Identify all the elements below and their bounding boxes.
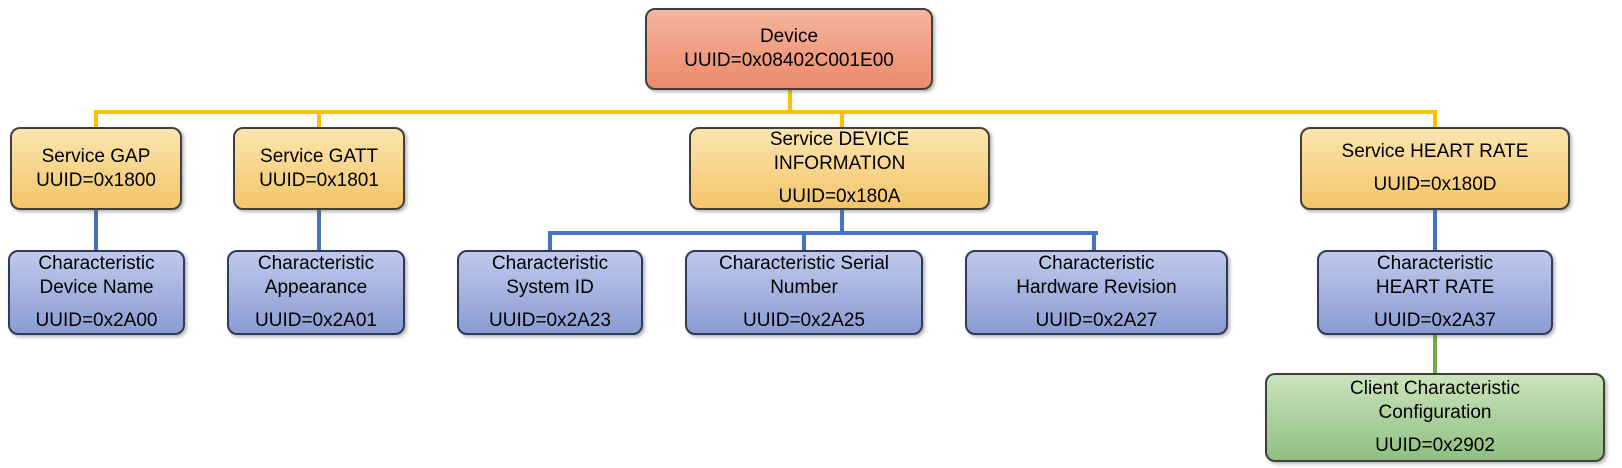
node-service-heart-rate-title: Service HEART RATE [1341,141,1529,162]
connector-hrchar-to-ccc [1433,335,1437,373]
node-client-characteristic-configuration-title: Client Characteristic Configuration [1350,378,1520,423]
node-characteristic-appearance-title: Characteristic Appearance [257,253,375,298]
node-service-device-information: Service DEVICE INFORMATION UUID=0x180A [689,127,990,210]
node-service-device-information-title: Service DEVICE INFORMATION [769,129,910,174]
node-characteristic-heart-rate-title: Characteristic HEART RATE [1375,253,1495,298]
connector-drop-systemid [548,233,552,250]
node-characteristic-device-name-uuid: UUID=0x2A00 [35,310,158,331]
node-service-gap-title: Service GAP [41,145,151,167]
connector-drop-service-devinfo [840,112,844,127]
node-device-title: Device [759,26,819,47]
node-characteristic-serial-number-title: Characteristic Serial Number [719,253,889,298]
node-characteristic-system-id-title: Characteristic System ID [491,253,609,298]
connector-devinfo-bus [548,231,1098,235]
node-service-gap: Service GAP UUID=0x1800 [10,127,182,210]
node-characteristic-device-name-title: Characteristic Device Name [38,253,155,298]
connector-drop-service-gap [94,112,98,127]
connector-heart-to-hrchar [1433,210,1437,250]
connector-gap-to-devicename [94,210,98,250]
node-characteristic-device-name: Characteristic Device Name UUID=0x2A00 [8,250,185,335]
node-characteristic-heart-rate: Characteristic HEART RATE UUID=0x2A37 [1317,250,1553,335]
node-characteristic-serial-number-uuid: UUID=0x2A25 [743,310,865,331]
connector-device-riser [788,90,792,112]
connector-gatt-to-appearance [317,210,321,250]
node-characteristic-heart-rate-uuid: UUID=0x2A37 [1374,310,1496,331]
node-characteristic-hardware-revision-uuid: UUID=0x2A27 [1035,310,1158,331]
connector-drop-serialnumber [802,233,806,250]
connector-drop-service-heart [1433,112,1437,127]
node-client-characteristic-configuration: Client Characteristic Configuration UUID… [1265,373,1605,462]
connector-drop-service-gatt [317,112,321,127]
node-service-heart-rate-uuid: UUID=0x180D [1373,174,1497,195]
node-service-device-information-uuid: UUID=0x180A [778,186,901,207]
connector-services-bus [94,110,1437,114]
node-characteristic-system-id-uuid: UUID=0x2A23 [489,310,611,331]
node-service-gatt-uuid: UUID=0x1801 [259,169,379,191]
node-service-gatt: Service GATT UUID=0x1801 [233,127,405,210]
node-service-gatt-title: Service GATT [260,145,378,167]
connector-devinfo-riser [840,210,844,235]
node-characteristic-serial-number: Characteristic Serial Number UUID=0x2A25 [685,250,923,335]
node-client-characteristic-configuration-uuid: UUID=0x2902 [1375,435,1495,456]
connector-drop-hardwarerevision [1092,233,1096,250]
node-characteristic-appearance: Characteristic Appearance UUID=0x2A01 [227,250,405,335]
node-device-uuid: UUID=0x08402C001E00 [684,50,894,71]
node-service-gap-uuid: UUID=0x1800 [36,169,156,191]
node-characteristic-hardware-revision-title: Characteristic Hardware Revision [1016,253,1177,298]
node-characteristic-hardware-revision: Characteristic Hardware Revision UUID=0x… [965,250,1228,335]
node-characteristic-appearance-uuid: UUID=0x2A01 [255,310,377,331]
node-device: Device UUID=0x08402C001E00 [645,8,933,90]
node-service-heart-rate: Service HEART RATE UUID=0x180D [1300,127,1570,210]
node-characteristic-system-id: Characteristic System ID UUID=0x2A23 [457,250,643,335]
